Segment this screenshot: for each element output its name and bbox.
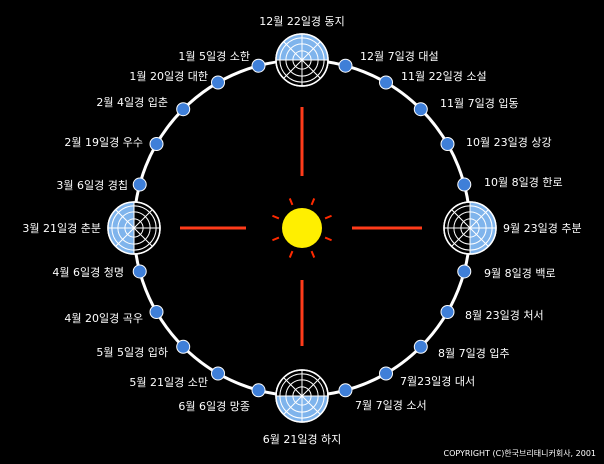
term-label-usu: 2월 19일경 우수: [64, 135, 143, 149]
term-marker: [251, 58, 266, 73]
earth-outline: [443, 201, 497, 255]
term-label-soman: 5월 21일경 소만: [129, 375, 208, 389]
term-label-winter-solstice: 12월 22일경 동지: [259, 14, 345, 28]
term-marker: [457, 264, 472, 279]
earth-meridian: [451, 209, 471, 229]
earth-globes: [107, 33, 497, 423]
axis-cross: [180, 107, 422, 346]
earth-meridian: [283, 41, 303, 61]
term-label-daehan: 1월 20일경 대한: [129, 69, 208, 83]
earth-outline: [275, 33, 329, 87]
term-marker: [149, 137, 164, 151]
earth-meridian: [469, 209, 489, 229]
term-label-spring-equinox: 3월 21일경 춘분: [22, 221, 101, 235]
earth-meridian: [301, 395, 321, 415]
copyright-text: COPYRIGHT (C)한국브리태니커회사, 2001: [444, 448, 597, 458]
earth-meridian: [133, 209, 153, 229]
earth-meridian: [115, 209, 135, 229]
earth-meridian: [283, 377, 303, 397]
term-marker: [211, 366, 225, 381]
term-label-ipdong: 11월 7일경 입동: [440, 96, 519, 110]
term-marker: [338, 58, 353, 73]
sun-ray: [310, 198, 316, 206]
sun-ray: [310, 250, 316, 258]
term-marker: [379, 75, 393, 90]
sun-ray: [288, 250, 294, 258]
earth-meridian: [115, 227, 135, 247]
sun-rays: [272, 198, 332, 258]
sun-ray: [324, 236, 332, 242]
term-marker: [176, 102, 191, 117]
term-marker: [132, 264, 147, 279]
term-label-ipchu: 8월 7일경 입추: [438, 346, 510, 360]
earth-spring-equinox: [107, 201, 161, 255]
term-markers: [132, 58, 472, 398]
term-label-autumn-equinox: 9월 23일경 추분: [503, 221, 582, 235]
term-marker: [413, 102, 428, 117]
term-label-sanggang: 10월 23일경 상강: [466, 135, 552, 149]
earth-meridian: [301, 377, 321, 397]
earth-outline: [107, 201, 161, 255]
term-label-soseo: 7월 7일경 소서: [355, 398, 427, 412]
term-marker: [149, 305, 164, 319]
term-label-mangjong: 6월 6일경 망종: [178, 399, 250, 413]
term-marker: [379, 366, 393, 381]
sun-ray: [288, 198, 294, 206]
term-label-cheongmyeong: 4월 6일경 청명: [52, 265, 124, 279]
term-label-soseol: 11월 22일경 소설: [401, 69, 487, 83]
earth-summer-solstice: [275, 369, 329, 423]
earth-meridian: [301, 41, 321, 61]
earth-meridian: [283, 59, 303, 79]
term-label-summer-solstice: 6월 21일경 하지: [263, 432, 342, 446]
term-marker: [176, 339, 191, 354]
earth-autumn-equinox: [443, 201, 497, 255]
earth-meridian: [283, 395, 303, 415]
term-marker: [440, 305, 455, 319]
term-label-daeseo: 7월23일경 대서: [400, 374, 475, 388]
term-marker: [251, 383, 266, 398]
sun-ray: [324, 214, 332, 220]
sun-ray: [272, 214, 280, 220]
sun: [272, 198, 332, 258]
term-marker: [338, 383, 353, 398]
earth-meridian: [469, 227, 489, 247]
term-label-cheoseo: 8월 23일경 처서: [465, 308, 544, 322]
earth-meridian: [133, 227, 153, 247]
term-label-gogu: 4월 20일경 곡우: [64, 311, 143, 325]
term-marker: [457, 177, 472, 192]
term-marker: [211, 75, 225, 90]
term-label-sohan: 1월 5일경 소한: [178, 49, 250, 63]
earth-meridian: [451, 227, 471, 247]
term-label-hanro: 10월 8일경 한로: [484, 175, 563, 189]
term-labels: 12월 22일경 동지 12월 7일경 대설 11월 22일경 소설 11월 7…: [22, 14, 581, 446]
term-label-ipchun: 2월 4일경 입춘: [96, 95, 168, 109]
term-label-baekro: 9월 8일경 백로: [484, 266, 556, 280]
term-label-ipha: 5월 5일경 입하: [96, 345, 168, 359]
term-label-daeseol: 12월 7일경 대설: [360, 49, 439, 63]
earth-outline: [275, 369, 329, 423]
term-marker: [132, 177, 147, 192]
term-marker: [413, 339, 428, 354]
term-marker: [440, 137, 455, 151]
earth-meridian: [301, 59, 321, 79]
sun-disc: [282, 208, 322, 248]
earth-winter-solstice: [275, 33, 329, 87]
term-label-gyeongchip: 3월 6일경 경칩: [56, 178, 128, 192]
sun-ray: [272, 236, 280, 242]
